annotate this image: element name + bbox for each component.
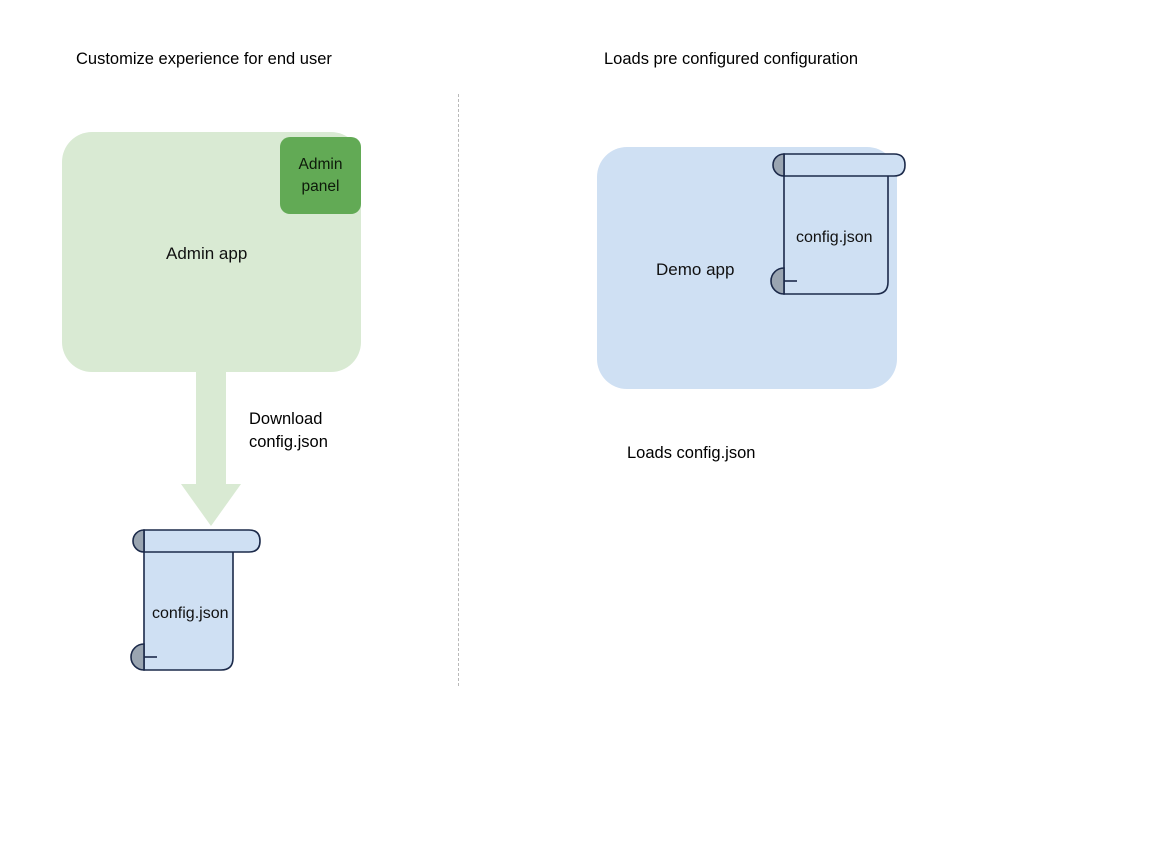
config-json-document-label-left: config.json <box>152 605 229 622</box>
download-arrow <box>181 366 241 526</box>
heading-right-column: Loads pre configured configuration <box>604 50 859 68</box>
download-arrow-label-line1: Download <box>249 410 323 428</box>
demo-app-label: Demo app <box>656 260 735 279</box>
config-json-document-loaded <box>770 153 906 295</box>
column-divider <box>458 94 459 686</box>
heading-left-column: Customize experience for end user <box>76 50 332 68</box>
loads-config-caption: Loads config.json <box>627 444 756 462</box>
admin-panel-label: Admin panel <box>299 154 343 198</box>
config-json-document-downloaded <box>130 529 261 671</box>
admin-panel-label-line2: panel <box>301 177 340 195</box>
admin-app-label: Admin app <box>166 244 248 263</box>
download-arrow-label-line2: config.json <box>249 432 328 451</box>
config-json-document-label-right: config.json <box>796 229 873 246</box>
admin-panel-label-line1: Admin <box>298 155 343 173</box>
admin-panel-chip[interactable]: Admin panel <box>280 137 361 214</box>
download-arrow-label: Download config.json <box>249 408 328 454</box>
